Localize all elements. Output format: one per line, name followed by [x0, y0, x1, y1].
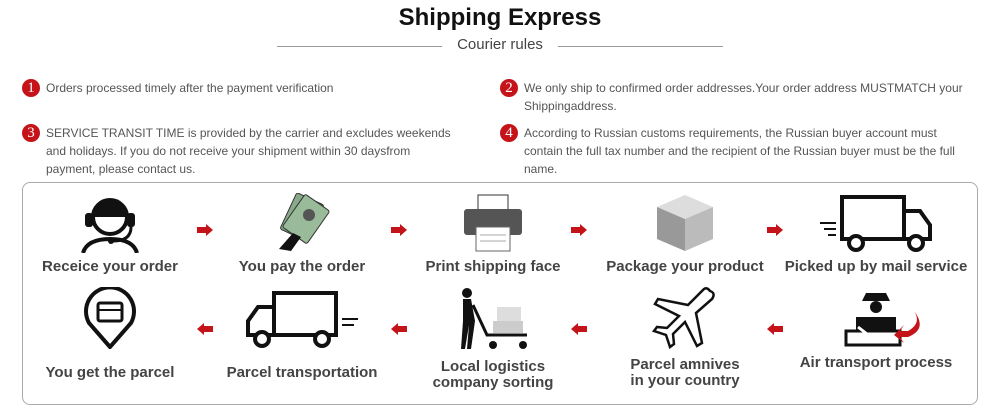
airplane-icon — [651, 287, 715, 349]
truck-icon — [820, 195, 932, 252]
number-badge: 3 — [22, 124, 40, 142]
process-panel — [22, 182, 978, 405]
arrow-left-icon — [391, 323, 407, 335]
headset-icon — [81, 198, 139, 253]
money-hand-icon — [279, 193, 330, 251]
printer-icon — [464, 194, 522, 252]
step-pickup: Picked up by mail service — [781, 193, 971, 275]
step-label: in your country — [630, 372, 740, 389]
number-badge: 2 — [500, 79, 518, 97]
location-parcel-icon — [84, 287, 136, 349]
step-print: Print shipping face — [398, 193, 588, 275]
step-sort: Local logistics company sorting — [398, 287, 588, 391]
arrow-right-icon — [391, 224, 407, 236]
arrow-left-icon — [571, 323, 587, 335]
step-label: You pay the order — [238, 258, 366, 275]
step-air: Air transport process — [781, 287, 971, 371]
worker-cart-icon — [461, 288, 527, 349]
divider — [277, 46, 442, 47]
rule-text: We only ship to confirmed order addresse… — [524, 81, 963, 113]
number-badge: 1 — [22, 79, 40, 97]
truck-icon — [246, 291, 358, 348]
arrow-left-icon — [197, 323, 213, 335]
subtitle-bar: Courier rules — [277, 36, 723, 56]
step-label: Receice your order — [42, 258, 178, 275]
step-pay: You pay the order — [207, 193, 397, 275]
box-icon — [657, 195, 713, 251]
arrow-right-icon — [571, 224, 587, 236]
customs-officer-icon — [844, 293, 920, 347]
step-receive: Receice your order — [15, 193, 205, 275]
step-label: Air transport process — [799, 354, 953, 371]
step-label: company sorting — [432, 374, 554, 391]
arrow-right-icon — [767, 224, 783, 236]
rule-text: Orders processed timely after the paymen… — [46, 81, 334, 95]
step-label: Package your product — [606, 258, 764, 275]
step-get: You get the parcel — [15, 287, 205, 381]
step-label: You get the parcel — [45, 364, 175, 381]
subtitle: Courier rules — [457, 36, 543, 53]
step-label: Print shipping face — [425, 258, 561, 275]
number-badge: 4 — [500, 124, 518, 142]
rule-1: 1 Orders processed timely after the payme… — [22, 79, 482, 97]
rule-text: SERVICE TRANSIT TIME is provided by the … — [46, 126, 451, 176]
step-arrive: Parcel amnives in your country — [590, 287, 780, 389]
step-label: Local logistics — [440, 358, 546, 375]
divider — [558, 46, 723, 47]
step-label: Parcel transportation — [226, 364, 378, 381]
arrow-right-icon — [197, 224, 213, 236]
rule-3: 3 SERVICE TRANSIT TIME is provided by the… — [22, 124, 452, 178]
page-title: Shipping Express — [398, 4, 602, 31]
rule-4: 4 According to Russian customs requiremen… — [500, 124, 970, 178]
step-label: Parcel amnives — [630, 356, 740, 373]
step-package: Package your product — [590, 193, 780, 275]
step-label: Picked up by mail service — [784, 258, 968, 275]
rule-text: According to Russian customs requirement… — [524, 126, 955, 176]
step-transport: Parcel transportation — [207, 287, 397, 381]
arrow-left-icon — [767, 323, 783, 335]
rule-2: 2 We only ship to confirmed order address… — [500, 79, 970, 115]
